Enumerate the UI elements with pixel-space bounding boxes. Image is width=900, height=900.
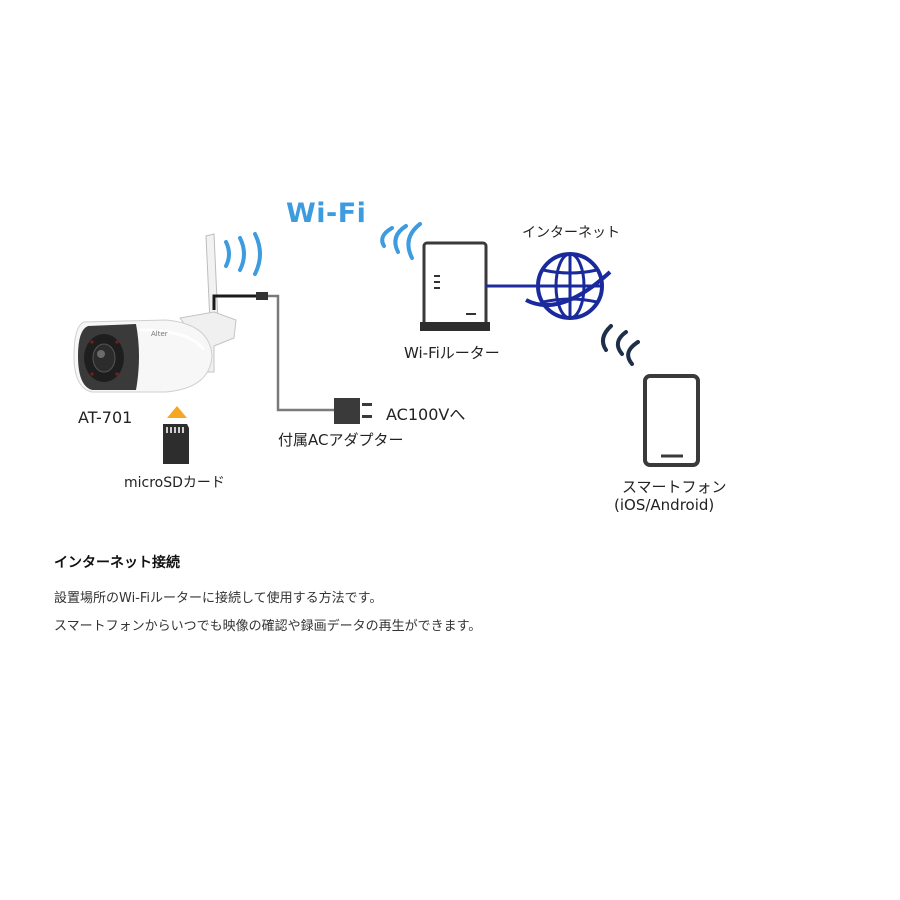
camera-wifi-icon bbox=[224, 232, 262, 276]
microsd-label: microSDカード bbox=[124, 475, 225, 491]
ac-adapter-icon bbox=[334, 398, 372, 424]
security-camera bbox=[73, 311, 237, 393]
diagram-canvas: Alter bbox=[73, 222, 700, 467]
microsd-card-icon bbox=[163, 424, 189, 464]
adapter-label: 付属ACアダプター bbox=[278, 431, 404, 449]
camera-model-label: AT-701 bbox=[78, 408, 133, 427]
description-section: インターネット接続 設置場所のWi-Fiルーターに接続して使用する方法です。 ス… bbox=[54, 552, 854, 646]
wifi-title: Wi-Fi bbox=[286, 198, 367, 229]
up-arrow-icon bbox=[167, 406, 187, 418]
smartphone-icon bbox=[643, 374, 700, 467]
description-line-2: スマートフォンからいつでも映像の確認や録画データの再生ができます。 bbox=[54, 619, 482, 634]
phone-wifi-icon bbox=[600, 324, 640, 366]
camera-antenna bbox=[205, 233, 219, 323]
internet-label: インターネット bbox=[522, 225, 620, 241]
router-wifi-icon bbox=[380, 222, 422, 260]
smartphone-label: スマートフォン bbox=[622, 478, 727, 496]
section-heading: インターネット接続 bbox=[54, 555, 180, 571]
description-line-1: 設置場所のWi-Fiルーターに接続して使用する方法です。 bbox=[54, 591, 383, 606]
globe-icon bbox=[525, 252, 612, 320]
camera-brand-text: Alter bbox=[151, 330, 168, 338]
router-label: Wi-Fiルーター bbox=[404, 344, 500, 362]
smartphone-os-label: (iOS/Android) bbox=[614, 496, 715, 514]
connection-diagram: Alter bbox=[73, 198, 727, 514]
power-label: AC100Vへ bbox=[386, 405, 466, 424]
router-icon bbox=[420, 241, 490, 331]
power-cable bbox=[212, 292, 336, 412]
